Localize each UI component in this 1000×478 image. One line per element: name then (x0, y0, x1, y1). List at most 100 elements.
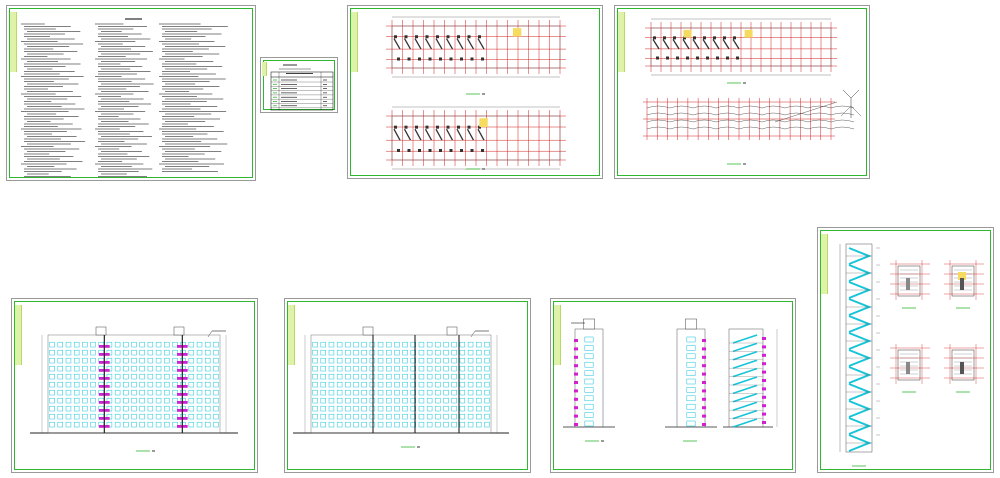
window (312, 365, 318, 372)
window (213, 421, 219, 428)
window (90, 405, 96, 412)
window (213, 389, 219, 396)
window (402, 341, 408, 348)
window (328, 349, 335, 356)
window (476, 373, 482, 380)
window (123, 349, 129, 356)
wall-segment (414, 128, 422, 141)
window (459, 341, 466, 348)
balcony-accent (762, 387, 766, 391)
index-table-border (270, 71, 334, 111)
wall-segment (393, 38, 401, 50)
window (82, 349, 88, 356)
balcony-accent (702, 355, 706, 359)
window (155, 381, 162, 388)
sheet-floor-plans-a[interactable] (347, 5, 603, 179)
wall-segment (477, 128, 485, 141)
wall-segment (404, 35, 408, 39)
wall-segment (428, 57, 432, 61)
sheet-design-notes[interactable] (6, 5, 256, 181)
window (188, 373, 195, 380)
window (345, 357, 351, 364)
window (312, 397, 318, 404)
window (336, 341, 343, 348)
window (139, 397, 145, 404)
window (377, 349, 384, 356)
roof-slope-line (646, 112, 855, 116)
stair-plan-outline (897, 349, 921, 381)
stair-highlight (479, 118, 488, 127)
window (147, 397, 154, 404)
wall-segment (424, 38, 433, 50)
window (336, 389, 343, 396)
balcony-accent (702, 406, 706, 410)
window (90, 413, 96, 420)
balcony-accent (702, 414, 706, 418)
wall-segment (466, 128, 475, 141)
stair-plan-outline (897, 265, 921, 297)
window (73, 357, 80, 364)
wall-segment (414, 38, 422, 50)
window (312, 405, 318, 412)
window (410, 381, 416, 388)
balcony-accent (762, 379, 766, 382)
balcony-accent (574, 372, 578, 376)
window (686, 345, 696, 351)
wall-segment (449, 149, 453, 152)
window (188, 341, 195, 348)
north-arrow-icon (842, 89, 852, 99)
sheet-drawing-index[interactable] (260, 57, 338, 113)
wall-segment (662, 39, 670, 50)
window (147, 341, 154, 348)
window (402, 413, 408, 420)
wall-segment (470, 149, 474, 152)
window (476, 341, 482, 348)
sheet-rear-elevation[interactable] (284, 298, 531, 473)
wall-segment (436, 35, 439, 39)
window (320, 405, 326, 412)
sheet-side-elevations[interactable] (550, 298, 796, 473)
balcony-accent (762, 412, 766, 416)
window (172, 357, 178, 364)
window (90, 365, 96, 372)
window (205, 365, 211, 372)
window (394, 349, 400, 356)
window (386, 357, 392, 364)
window (686, 412, 696, 418)
window (328, 381, 335, 388)
window (467, 413, 474, 420)
elevation-drawing (30, 326, 238, 452)
wall-segment (425, 35, 429, 39)
window (345, 397, 351, 404)
sheet-floor-plans-b[interactable] (614, 5, 870, 179)
window (386, 373, 392, 380)
window (443, 373, 449, 380)
annotation-leader (470, 330, 476, 338)
leader-line (774, 101, 838, 123)
wall-segment (466, 38, 475, 50)
stair-flight (732, 367, 758, 378)
sheet-front-elevation[interactable] (11, 298, 258, 473)
wall-segment (692, 39, 700, 50)
sheet-frame (350, 8, 600, 176)
window (73, 381, 80, 388)
window (410, 421, 416, 428)
sheet-title-strip (821, 234, 828, 294)
window (328, 421, 335, 428)
window (139, 341, 145, 348)
window (361, 421, 367, 428)
window (123, 421, 129, 428)
window (369, 381, 376, 388)
window (155, 357, 162, 364)
wall-segment (736, 56, 739, 60)
window (155, 373, 162, 380)
window (394, 373, 400, 380)
window (320, 365, 326, 372)
window (377, 381, 384, 388)
window (361, 397, 367, 404)
window (155, 365, 162, 372)
window (139, 405, 145, 412)
window (57, 405, 63, 412)
window (435, 421, 441, 428)
sheet-stair-details[interactable] (817, 227, 994, 473)
